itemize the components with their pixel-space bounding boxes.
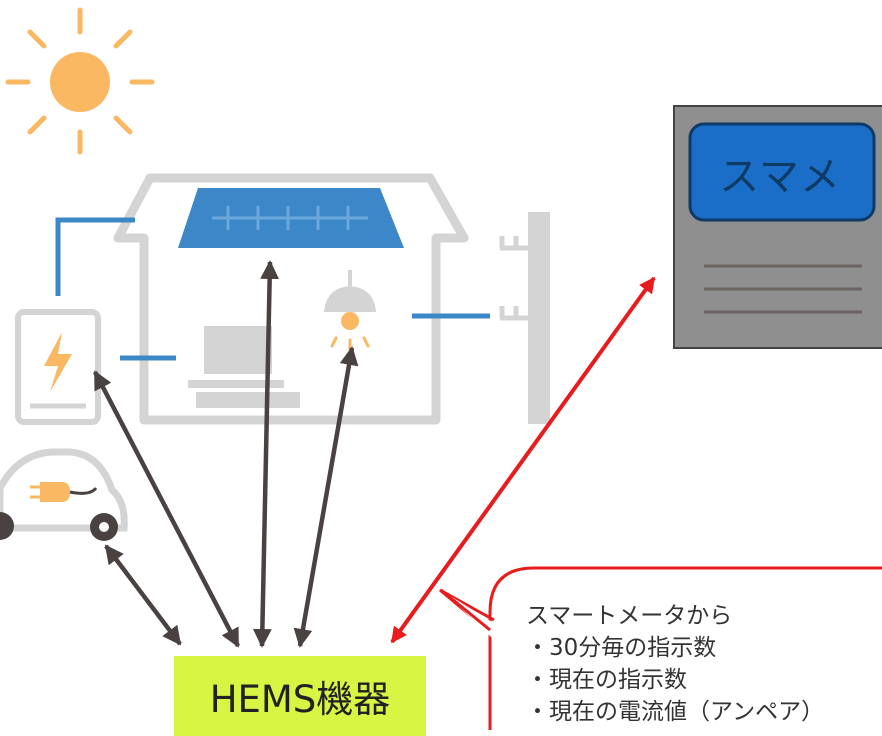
house-outline xyxy=(113,173,469,425)
appliance-icon xyxy=(188,326,300,408)
arrow-smartmeter-hems xyxy=(390,276,656,644)
arrow-car-hems xyxy=(104,544,182,646)
callout-line: ・30分毎の指示数 xyxy=(526,635,717,661)
lamp-icon xyxy=(324,270,376,351)
smart-meter-label: スマメ xyxy=(719,154,841,200)
arrow-solar-hems xyxy=(252,260,280,648)
callout-line: ・現在の電流値（アンペア） xyxy=(526,699,825,725)
sun-icon xyxy=(5,7,155,155)
solar-panel-icon xyxy=(178,188,404,248)
smart-meter-icon xyxy=(673,105,882,349)
callout-line: ・現在の指示数 xyxy=(526,667,687,693)
utility-pole-icon xyxy=(499,212,550,424)
hems-device-box: HEMS機器 xyxy=(174,656,426,736)
electric-car-icon xyxy=(0,448,128,541)
callout-line: スマートメータから xyxy=(526,603,733,629)
arrow-battery-hems xyxy=(93,370,240,648)
callout-text: スマートメータから ・30分毎の指示数 ・現在の指示数 ・現在の電流値（アンペア… xyxy=(526,600,876,728)
arrow-lamp-hems xyxy=(293,346,359,648)
hems-device-label: HEMS機器 xyxy=(209,678,391,721)
battery-storage-icon xyxy=(15,309,101,425)
data-flow-arrows xyxy=(93,260,359,648)
